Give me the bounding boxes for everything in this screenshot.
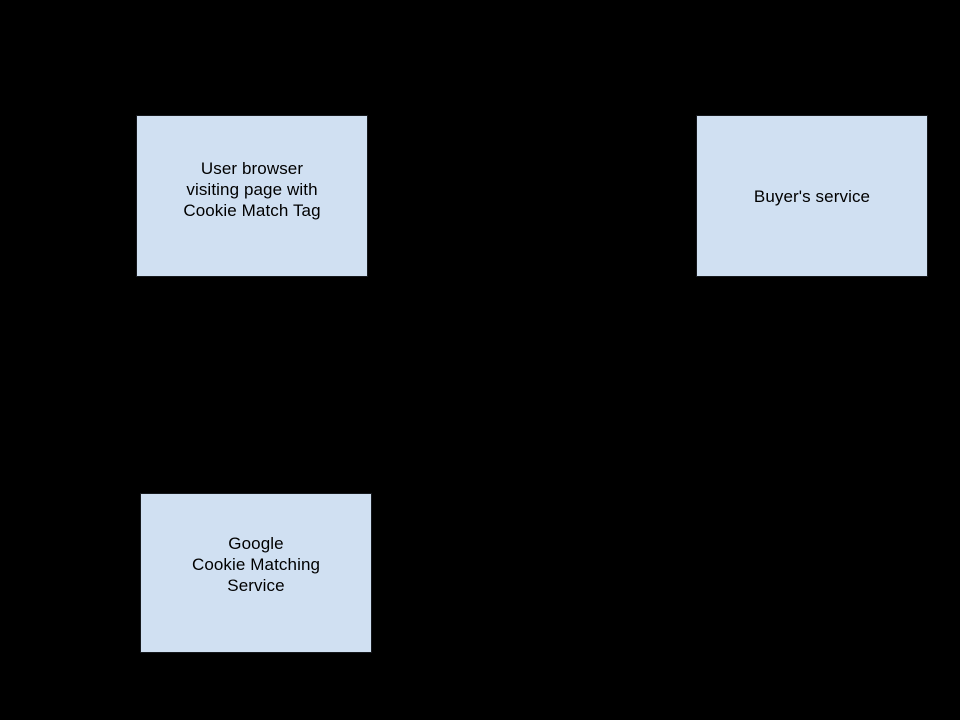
diagram-node-user-browser[interactable]: User browser visiting page with Cookie M…	[136, 115, 368, 277]
diagram-node-label: Google Cookie Matching Service	[191, 534, 321, 595]
diagram-node-label: Buyer's service	[753, 186, 871, 206]
diagram-node-google-cookie-matching-service[interactable]: Google Cookie Matching Service	[140, 493, 372, 653]
diagram-node-buyers-service[interactable]: Buyer's service	[696, 115, 928, 277]
diagram-node-label: User browser visiting page with Cookie M…	[183, 159, 321, 220]
